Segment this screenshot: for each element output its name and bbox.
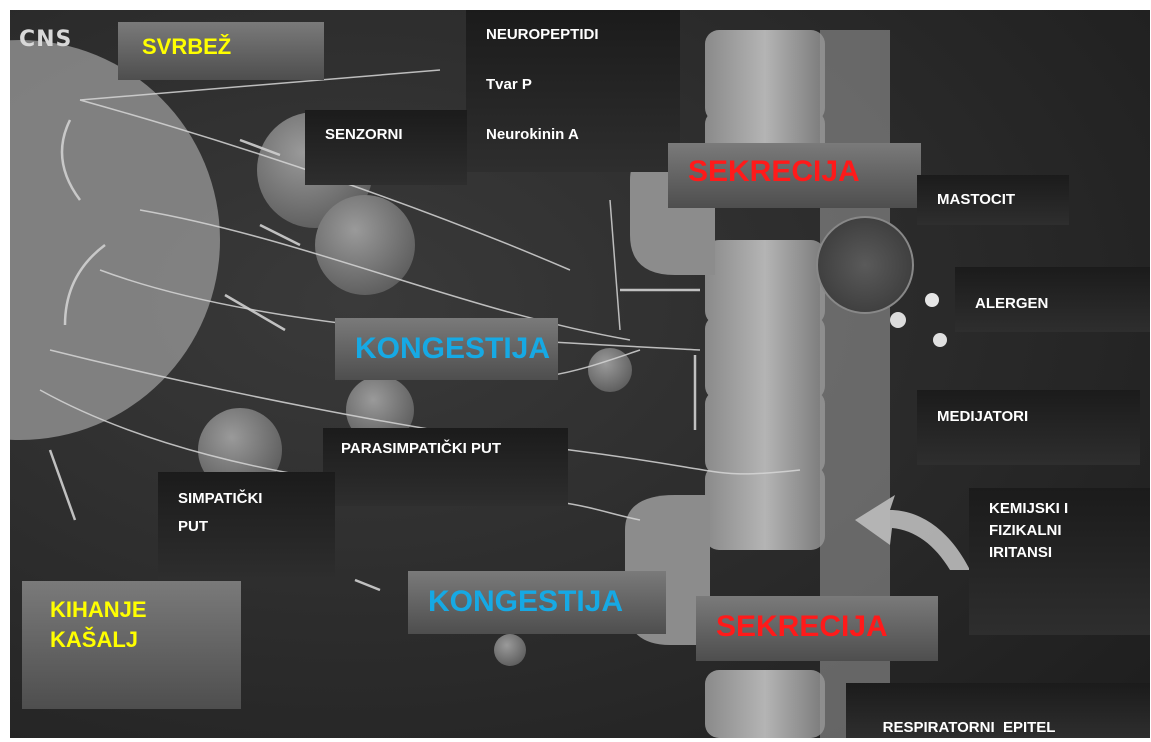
kihanje-line2: KAŠALJ: [50, 625, 241, 655]
parasimpaticki-label: PARASIMPATIČKI PUT: [323, 428, 568, 506]
kongestija-top-label: KONGESTIJA: [335, 318, 558, 380]
iritansi-label: KEMIJSKI I FIZIKALNI IRITANSI: [969, 488, 1150, 635]
simpaticki-line1: SIMPATIČKI: [178, 488, 335, 510]
sekrecija-bottom-text: SEKRECIJA: [716, 610, 888, 643]
allergen-particle: [925, 293, 939, 307]
medijatori-text: MEDIJATORI: [937, 408, 1028, 425]
neuropeptidi-label: NEUROPEPTIDI Tvar P Neurokinin A: [466, 10, 680, 172]
neuropeptidi-line3: Neurokinin A: [486, 124, 680, 146]
target-bulb-bottom: [494, 634, 526, 666]
simpaticki-line2: PUT: [178, 516, 335, 538]
medijatori-label: MEDIJATORI: [917, 390, 1140, 465]
respiratorni-epitel-text: RESPIRATORNI EPITEL: [883, 719, 1056, 736]
neuropeptidi-line2: Tvar P: [486, 74, 680, 96]
kihanje-label: KIHANJE KAŠALJ: [22, 581, 241, 709]
svrbez-text: SVRBEŽ: [142, 34, 231, 59]
parasimpaticki-text: PARASIMPATIČKI PUT: [341, 440, 501, 457]
sekrecija-top-label: SEKRECIJA: [668, 143, 921, 208]
mast-cell: [817, 217, 913, 313]
allergen-particle: [890, 312, 906, 328]
iritansi-line3: IRITANSI: [989, 542, 1150, 564]
senzorni-label: SENZORNI: [305, 110, 467, 185]
cns-label: CNS: [19, 27, 72, 52]
simpaticki-label: SIMPATIČKI PUT: [158, 472, 335, 580]
svrbez-label: SVRBEŽ: [118, 22, 324, 80]
mastocit-text: MASTOCIT: [937, 191, 1015, 208]
diagram-canvas: CNS SVRBEŽ NEUROPEPTIDI Tvar P Neurokini…: [10, 10, 1150, 738]
kihanje-line1: KIHANJE: [50, 595, 241, 625]
neuropeptidi-line1: NEUROPEPTIDI: [486, 24, 680, 46]
kongestija-bottom-label: KONGESTIJA: [408, 571, 666, 634]
kongestija-bottom-text: KONGESTIJA: [428, 585, 623, 618]
alergen-text: ALERGEN: [975, 295, 1048, 312]
iritansi-line1: KEMIJSKI I: [989, 498, 1150, 520]
alergen-label: ALERGEN: [955, 267, 1150, 332]
senzorni-text: SENZORNI: [325, 126, 403, 143]
sekrecija-top-text: SEKRECIJA: [688, 155, 860, 188]
iritansi-line2: FIZIKALNI: [989, 520, 1150, 542]
mastocit-label: MASTOCIT: [917, 175, 1069, 225]
sekrecija-bottom-label: SEKRECIJA: [696, 596, 938, 661]
allergen-particle: [933, 333, 947, 347]
kongestija-top-text: KONGESTIJA: [355, 332, 550, 365]
respiratorni-epitel-label: RESPIRATORNI EPITEL: [846, 683, 1150, 738]
